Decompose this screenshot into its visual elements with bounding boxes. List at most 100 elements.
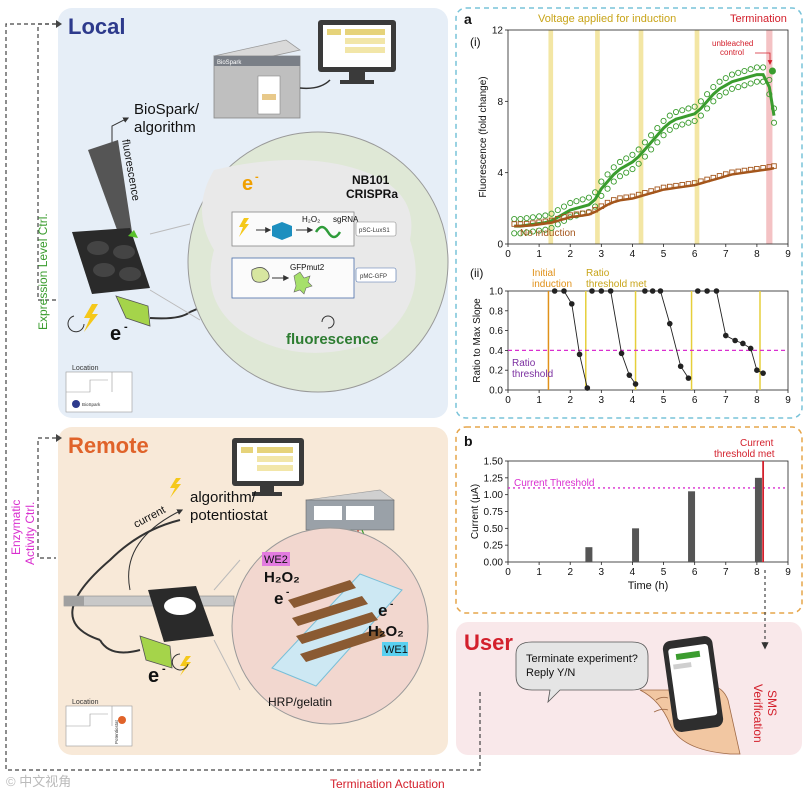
- user-title: User: [464, 630, 513, 655]
- svg-text:-: -: [286, 587, 289, 598]
- we2-tag: [262, 552, 290, 566]
- circuit-h2o2: H₂O₂: [302, 215, 320, 224]
- y-tick-label: 0.75: [484, 507, 504, 518]
- series-induced-point: [554, 207, 561, 214]
- x-tick-label: 7: [723, 567, 729, 578]
- series-control-point: [629, 193, 636, 200]
- series-control-point: [679, 182, 685, 188]
- ratio-point: [607, 288, 614, 294]
- series-induced-point: [710, 98, 717, 105]
- we1-label: WE1: [384, 644, 408, 656]
- series-control-point: [511, 221, 517, 227]
- series-induced-point: [592, 189, 599, 196]
- series-induced-point: [635, 146, 642, 153]
- series-induced-point: [666, 126, 673, 133]
- x-tick-label: 6: [692, 395, 698, 406]
- x-tick-label: 5: [661, 567, 667, 578]
- x-tick-label: 7: [723, 395, 729, 406]
- ratio-point: [561, 288, 567, 294]
- series-control-point: [586, 209, 592, 216]
- x-tick-label: 4: [630, 395, 636, 406]
- ratio-point: [677, 363, 684, 370]
- series-induced-point: [610, 164, 617, 171]
- series-induced-point: [666, 112, 673, 119]
- series-induced-point: [542, 212, 549, 219]
- y-tick-label: 0.2: [489, 366, 503, 377]
- series-induced-point: [691, 103, 698, 110]
- sub-ii-label: (ii): [470, 266, 483, 280]
- electrode-fingers: [288, 580, 386, 662]
- x-tick-label: 7: [723, 249, 729, 260]
- termination-note: Termination: [730, 13, 787, 25]
- ratio-point: [632, 381, 639, 387]
- location-map-local-title: Location: [72, 365, 99, 372]
- series-induced-point: [648, 146, 655, 153]
- series-control-point: [623, 194, 629, 201]
- svg-text:-: -: [124, 321, 128, 333]
- ratio-point: [589, 288, 595, 294]
- ratio-point: [576, 351, 583, 358]
- series-control-point: [548, 217, 555, 224]
- y-tick-label: 0.25: [484, 541, 504, 552]
- y-tick-label: 1.00: [484, 490, 504, 501]
- x-tick-label: 9: [785, 249, 791, 260]
- series-induced-point: [722, 89, 729, 96]
- x-tick-label: 2: [567, 567, 573, 578]
- series-induced-line: [514, 73, 776, 228]
- remote-algorithm-1: algorithm/: [190, 489, 257, 506]
- local-zoom-electron: e: [242, 173, 253, 195]
- series-control-point: [654, 186, 661, 193]
- series-control-point: [542, 218, 549, 225]
- series-control-point: [648, 188, 654, 194]
- series-induced-point: [766, 76, 773, 83]
- series-induced-point: [735, 69, 742, 76]
- ratio-met-2: threshold met: [586, 279, 647, 290]
- series-induced-point: [697, 98, 704, 105]
- svg-text:-: -: [390, 599, 393, 610]
- series-control-point: [635, 191, 642, 198]
- series-induced-point: [770, 119, 778, 126]
- local-sample-holder: [72, 228, 150, 294]
- ratio-point: [584, 385, 591, 391]
- no-induction-note: No induction: [520, 228, 576, 239]
- series-induced-point: [623, 155, 630, 162]
- series-control-point: [735, 168, 741, 175]
- svg-text:-: -: [255, 171, 259, 183]
- series-induced-point: [679, 107, 686, 114]
- gfp-icon: [293, 271, 313, 295]
- circuit-gfp: GFPmut2: [290, 263, 325, 272]
- current-bar: [585, 547, 593, 562]
- initial-induction-1: Initial: [532, 268, 555, 279]
- local-algorithm-2: algorithm: [134, 119, 196, 136]
- biospark-device-label: BioSpark: [217, 60, 242, 66]
- potentiostat-device: [305, 489, 395, 555]
- y-tick-label: 0.8: [489, 306, 503, 317]
- series-induced-point: [585, 194, 592, 201]
- plot-frame: [507, 460, 789, 563]
- watermark: © 中文视角: [6, 774, 71, 789]
- circuit-box-1: [231, 211, 355, 247]
- y-tick-label: 12: [492, 26, 504, 37]
- series-induced-point: [641, 153, 648, 160]
- series-induced-point: [760, 78, 767, 85]
- lightning-icon-circuit: [239, 218, 249, 237]
- series-control-point: [710, 174, 717, 181]
- outer-loop: [5, 23, 481, 771]
- ratio-point: [657, 288, 664, 294]
- ratio-point: [704, 288, 710, 294]
- induction-window: [694, 30, 700, 244]
- current-bar: [632, 528, 640, 562]
- circuit-sgrna: sgRNA: [333, 215, 359, 224]
- lightning-icon-remote-top: [170, 478, 181, 498]
- series-induced-point: [623, 169, 630, 176]
- activator-icon: [251, 267, 270, 283]
- series-induced-point: [704, 91, 711, 98]
- plasmid-tag-2: [355, 267, 397, 283]
- ratio-point: [685, 375, 692, 381]
- strain-name-2: CRISPRa: [346, 187, 398, 201]
- series-induced-point: [741, 67, 748, 75]
- series-induced-point: [704, 105, 711, 112]
- series-control-point: [660, 184, 667, 191]
- series-induced-point: [685, 105, 692, 112]
- voltage-note: Voltage applied for induction: [538, 13, 676, 25]
